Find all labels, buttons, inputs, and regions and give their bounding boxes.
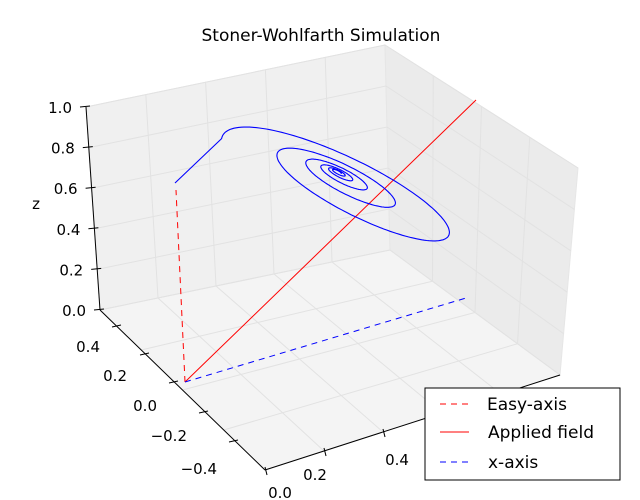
y-tick-mark	[139, 352, 150, 356]
z-gridline	[99, 249, 561, 376]
y-tick-mark	[111, 324, 122, 328]
z-tick-mark	[93, 308, 105, 311]
y-tick-mark	[228, 439, 239, 443]
y-tick-mark	[198, 410, 209, 414]
z-axis-line	[85, 106, 101, 311]
x-tick-label: 0.2	[303, 466, 327, 484]
y-tick-label: 0.2	[103, 367, 127, 385]
x-gridline	[145, 94, 325, 452]
legend: Easy-axis Applied field x-axis	[424, 387, 621, 481]
x-tick-mark	[382, 428, 386, 438]
z-gridline	[94, 167, 568, 293]
ticks: 0.00.20.40.60.81.00.40.20.0−0.2−0.40.00.…	[48, 99, 409, 500]
x-tick-label: 0.4	[385, 451, 409, 469]
z-tick-mark	[85, 186, 96, 189]
y-tick-label: 0.4	[76, 338, 100, 356]
gridlines	[85, 44, 579, 452]
legend-label-x-axis: x-axis	[488, 453, 538, 473]
z-tick-label: 0.0	[62, 302, 86, 320]
magnetization-trajectory	[174, 126, 450, 242]
z-tick-mark	[88, 227, 99, 230]
y-gridline	[223, 137, 531, 431]
z-tick-mark	[82, 146, 93, 149]
chart-title: Stoner-Wohlfarth Simulation	[202, 26, 441, 46]
z-tick-label: 0.2	[59, 261, 83, 279]
z-gridline	[91, 126, 572, 252]
z-axis-label: z	[32, 195, 40, 213]
legend-label-applied-field: Applied field	[488, 423, 594, 443]
applied-field-line	[184, 99, 477, 383]
z-gridline	[88, 85, 575, 210]
y-tick-label: −0.4	[181, 460, 217, 478]
x-tick-mark	[264, 466, 268, 476]
x-gridline	[264, 69, 443, 414]
legend-box	[424, 387, 621, 481]
z-gridline	[97, 208, 564, 335]
z-tick-label: 1.0	[48, 99, 72, 117]
x-gridline	[324, 57, 502, 395]
x-axis-line	[184, 297, 467, 383]
y-tick-mark	[168, 380, 179, 384]
z-gridline	[85, 44, 579, 169]
x-tick-mark	[323, 447, 327, 457]
y-tick-label: 0.0	[133, 397, 157, 415]
y-tick-label: −0.2	[151, 427, 187, 445]
z-tick-label: 0.8	[51, 140, 75, 158]
z-tick-label: 0.6	[54, 180, 78, 198]
z-tick-label: 0.4	[57, 221, 81, 239]
series-group	[174, 99, 477, 383]
y-gridline	[182, 106, 482, 391]
x-tick-label: 0.0	[268, 484, 292, 500]
z-tick-mark	[91, 267, 102, 270]
y-axis-line	[99, 309, 266, 471]
z-tick-mark	[79, 105, 91, 108]
y-gridline	[141, 75, 434, 351]
legend-label-easy-axis: Easy-axis	[487, 395, 567, 415]
